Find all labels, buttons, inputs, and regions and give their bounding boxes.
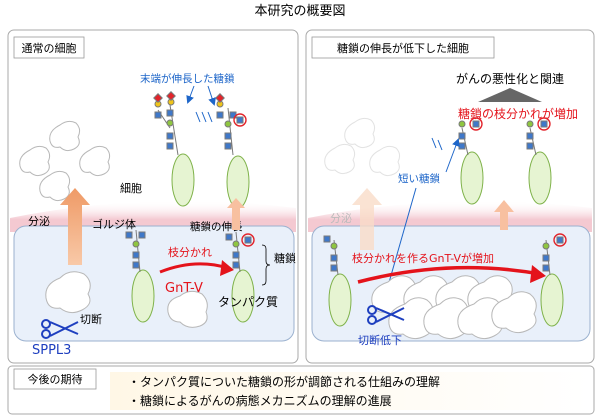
branch-increase-label: 糖鎖の枝分かれが増加 [458, 106, 578, 121]
cancer-arrow [478, 88, 542, 102]
scissors-icon [41, 319, 79, 339]
golgi-apparatus [13, 225, 295, 342]
right-panel-header: 糖鎖の伸長が低下した細胞 [337, 41, 469, 55]
elongation-arrow [227, 198, 245, 230]
secreted-proteins [19, 120, 111, 202]
cell-label: 細胞 [120, 182, 142, 195]
left-panel-header-box [13, 36, 85, 59]
cleave-label: 切断 [80, 312, 102, 326]
enzyme-increase-label: 枝分かれを作るGnT-Vが増加 [352, 251, 494, 265]
left-panel-header: 通常の細胞 [22, 42, 77, 55]
cancer-label: がんの悪性化と関連 [456, 71, 564, 86]
glycan-label: 糖鎖 [274, 251, 296, 265]
golgi-label: ゴルジ体 [92, 217, 136, 231]
branching-arrow-right [357, 265, 541, 284]
faded-secretion-arrow [352, 188, 382, 250]
faded-secretion-label: 分泌 [330, 212, 352, 225]
membrane-proteins [131, 153, 255, 323]
title: 本研究の概要図 [254, 4, 345, 19]
cleave-decrease-label: 切断低下 [358, 333, 402, 347]
future-section: 今後の期待 ・タンパク質についた糖鎖の形が調節される仕組みの理解 ・糖鎖によるが… [7, 365, 595, 415]
secretion-label: 分泌 [28, 215, 50, 228]
membrane-proteins-right [328, 151, 564, 327]
future-item: ・糖鎖によるがんの病態メカニズムの理解の進展 [128, 393, 392, 408]
cell-membrane-right [308, 200, 592, 232]
branching-label: 枝分かれ [168, 245, 212, 259]
right-panel-header-box [311, 36, 495, 59]
left-panel: 通常の細胞 分泌 [7, 29, 299, 364]
protease-label: SPPL3 [32, 343, 71, 358]
protein-label: タンパク質 [218, 294, 278, 309]
golgi-protein [45, 271, 91, 314]
future-header-box [13, 368, 97, 390]
short-chain-label: 短い糖鎖 [398, 172, 440, 185]
gntv-proteins [371, 275, 537, 340]
faded-proteins [324, 117, 401, 177]
long-chain-label: 末端が伸長した糖鎖 [140, 72, 235, 85]
glycan-chains-left [125, 91, 255, 273]
future-item: ・タンパク質についた糖鎖の形が調節される仕組みの理解 [128, 374, 440, 389]
secretion-arrow [60, 188, 90, 265]
scissors-icon-right [367, 305, 405, 325]
future-header: 今後の期待 [28, 372, 83, 386]
elongation-arrow-right [494, 200, 514, 230]
right-panel: 糖鎖の伸長が低下した細胞 がんの悪性化と関連 糖鎖の枝分かれが増加 分泌 [305, 29, 595, 364]
elongation-label: 糖鎖の伸長 [190, 220, 243, 233]
